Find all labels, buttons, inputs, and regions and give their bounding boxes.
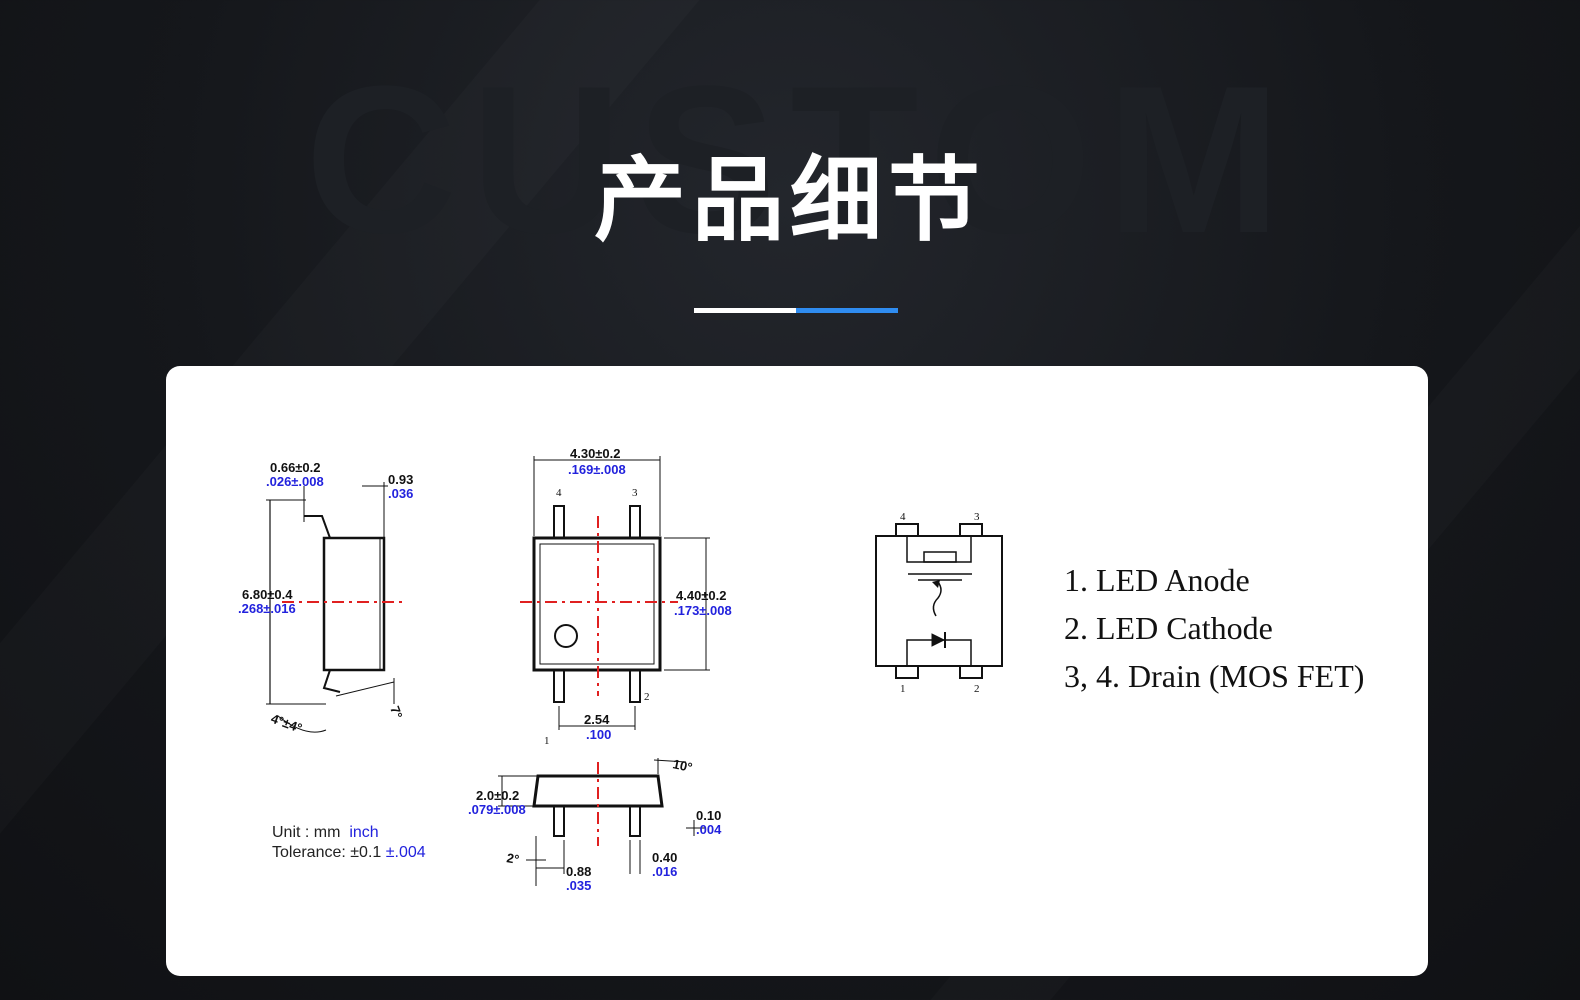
pitch-mm: 2.54 (584, 712, 610, 727)
top-view-pin-label: 2 (644, 691, 650, 703)
lead-w-inch: .016 (652, 864, 677, 879)
front-view-dimensions (498, 758, 706, 886)
lead-offset-inch: .036 (388, 486, 413, 501)
light-arrow-head (932, 580, 940, 588)
pin-description-list: 1. LED Anode 2. LED Cathode 3, 4. Drain … (1064, 562, 1364, 706)
led-diode-triangle (931, 633, 946, 647)
mosfet-body (923, 551, 957, 563)
lead-angle-arc (277, 715, 327, 733)
tolerance-label: Tolerance: ±0.1 (272, 844, 382, 861)
lead-w-mm: 0.40 (652, 850, 677, 865)
angle-top-leader (653, 759, 687, 763)
lead-len-inch: .035 (566, 878, 591, 893)
top-view-pin-4 (553, 505, 565, 541)
top-view-dimensions (533, 456, 710, 730)
pin-description-item: 1. LED Anode (1064, 562, 1250, 598)
lead-width-mm: 0.66±0.2 (270, 460, 321, 475)
top-view-pin-label: 3 (632, 487, 638, 499)
tolerance-line: Tolerance: ±0.1 ±.004 (272, 844, 426, 864)
height-mm: 2.0±0.2 (476, 788, 519, 803)
pitch-inch: .100 (586, 727, 611, 742)
side-view (266, 482, 395, 733)
schematic-pin-4 (895, 523, 919, 537)
led-trace (906, 639, 972, 666)
tolerance-inch: ±.004 (385, 844, 426, 861)
body-height-inch: .173±.008 (674, 603, 732, 618)
unit-line: Unit : mm inch (272, 824, 426, 844)
overall-width-inch: .268±.016 (238, 601, 296, 616)
unit-inch: inch (349, 824, 379, 841)
top-view-pin-label: 1 (544, 735, 550, 747)
schematic-pin-label: 1 (900, 683, 906, 695)
lead-offset-mm: 0.93 (388, 472, 413, 487)
top-view-pin-label: 4 (556, 487, 562, 499)
schematic-pin-label: 3 (974, 511, 980, 523)
background-watermark-word: CUSTOM (304, 42, 1296, 277)
lead-len-mm: 0.88 (566, 864, 591, 879)
body-height-mm: 4.40±0.2 (676, 588, 727, 603)
standoff-mm: 0.10 (696, 808, 721, 823)
mosfet-trace (906, 536, 972, 563)
top-view-pin-3 (629, 505, 641, 541)
schematic-pin-label: 4 (900, 511, 906, 523)
lead-width-inch: .026±.008 (266, 474, 324, 489)
light-arrow (932, 581, 942, 617)
units-legend: Unit : mm inch Tolerance: ±0.1 ±.004 (272, 824, 426, 864)
lead-angle-label: 4°±4° (269, 711, 304, 736)
technical-drawing: 0.66±0.2 .026±.008 0.93 .036 6.80±0.4 .2… (238, 446, 1003, 893)
body-width-inch: .169±.008 (568, 462, 626, 477)
pin1-marker-circle (554, 624, 578, 648)
top-view-pin-1 (553, 667, 565, 703)
pin-schematic (875, 523, 1003, 679)
angle-left-label: 2° (505, 850, 520, 867)
schematic-pin-label: 2 (974, 683, 980, 695)
angle-top-label: 10° (671, 756, 693, 775)
side-view-body (322, 536, 386, 672)
schematic-outline (875, 535, 1003, 667)
small-angle-label: 7° (387, 704, 405, 721)
side-view-top-lead (304, 515, 331, 539)
height-inch: .079±.008 (468, 802, 526, 817)
body-width-mm: 4.30±0.2 (570, 446, 621, 461)
side-view-bottom-lead (322, 669, 341, 693)
title-underline-white (694, 308, 796, 313)
schematic-pin-2 (959, 665, 983, 679)
pin-description-item: 3, 4. Drain (MOS FET) (1064, 658, 1365, 694)
overall-width-mm: 6.80±0.4 (242, 587, 293, 602)
page-title: 产品细节 (593, 147, 986, 254)
schematic-pin-3 (959, 523, 983, 537)
unit-label: Unit : mm (272, 824, 341, 841)
angle-ref-line (335, 681, 395, 697)
title-underline-blue (796, 308, 898, 313)
top-view-pin-2 (629, 667, 641, 703)
pin-description-item: 2. LED Cathode (1064, 610, 1273, 646)
schematic-pin-1 (895, 665, 919, 679)
standoff-inch: .004 (696, 822, 722, 837)
product-detail-panel: 0.66±0.2 .026±.008 0.93 .036 6.80±0.4 .2… (166, 366, 1428, 976)
